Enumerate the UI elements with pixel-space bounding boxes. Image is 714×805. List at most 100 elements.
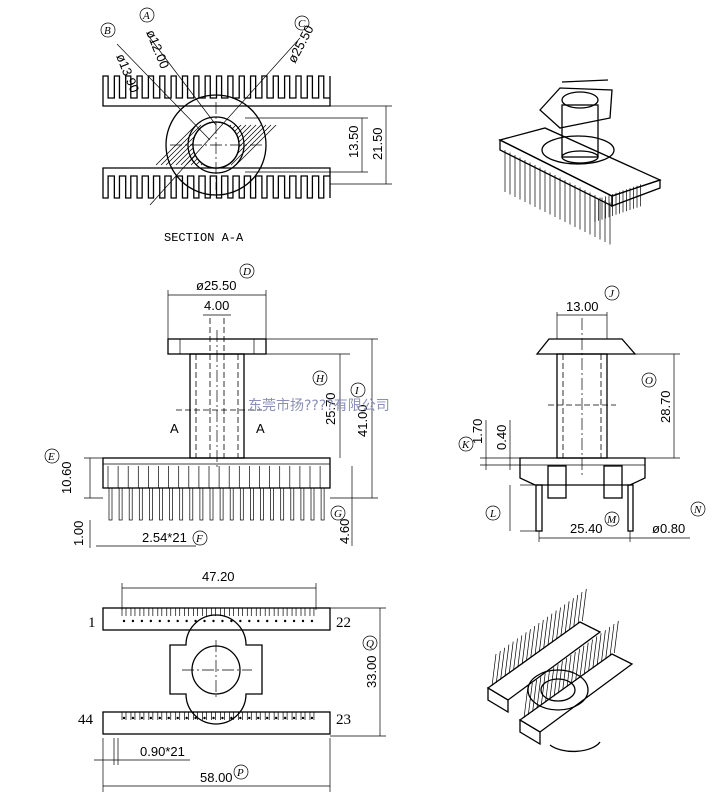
iso2-pin (532, 679, 537, 712)
svg-text:D: D (242, 266, 251, 278)
dim-1-00: 1.00 (71, 521, 86, 546)
iso2-row-left-side (487, 686, 509, 714)
svg-text:E: E (47, 451, 55, 463)
dim-41-00: 41.00 (355, 404, 370, 437)
iso-top-flange (539, 87, 613, 129)
pin (290, 487, 295, 521)
pin (128, 487, 133, 521)
pin (270, 487, 274, 521)
dim-33-00: 33.00 (364, 655, 379, 688)
pin-hole (301, 619, 305, 623)
pin (310, 487, 315, 521)
pin-hole (292, 619, 296, 623)
svg-text:G: G (334, 508, 342, 520)
pin (199, 487, 204, 521)
svg-text:B: B (104, 25, 111, 37)
callout-e: E (44, 448, 60, 464)
front-view: ø25.50 4.00 25.70 41.00 10.60 1.00 2.54*… (59, 278, 378, 548)
iso2-row-right (518, 653, 634, 733)
pin-hole (185, 716, 188, 720)
dim-0-40: 0.40 (494, 425, 509, 450)
svg-text:Q: Q (366, 638, 374, 650)
dim-pitch-front: 2.54*21 (142, 530, 187, 545)
pin-hole (194, 619, 197, 623)
iso2-pin (504, 644, 510, 677)
pin-number-44: 44 (78, 712, 94, 728)
pin-hole (274, 619, 278, 623)
iso2-pin (495, 650, 501, 683)
pin-hole (274, 716, 278, 720)
bottom-view: 47.20 33.00 0.90*21 58.00 1 22 44 23 (78, 569, 386, 792)
iso2-pin (564, 601, 570, 634)
dim-phi-12-00: ø12.00 (143, 28, 172, 71)
pin-hole (131, 619, 135, 623)
side-top-flange (535, 338, 637, 355)
pin-hole (239, 716, 242, 720)
pin-hole (257, 716, 260, 720)
dim-25-40: 25.40 (570, 521, 603, 536)
iso2-pin (526, 629, 531, 662)
callout-f: F (192, 530, 208, 546)
callout-i: I (350, 382, 366, 398)
pin-hole (158, 619, 161, 623)
pin (300, 487, 305, 521)
callout-q: Q (362, 635, 378, 651)
dim-4-60: 4.60 (337, 519, 352, 544)
pin-hole (310, 619, 314, 623)
iso2-pin (508, 641, 514, 674)
iso-tube-bottom (561, 150, 599, 164)
pin-hole (221, 619, 224, 623)
iso2-pin (569, 598, 574, 631)
iso-clip (561, 79, 609, 83)
pin-hole (167, 619, 170, 623)
pin (250, 487, 254, 521)
pin (229, 487, 234, 521)
front-pins (107, 466, 325, 521)
section-upper-comb (102, 75, 331, 107)
pin (179, 487, 184, 521)
iso2-pin (513, 638, 518, 671)
iso2-lower-flange (549, 741, 601, 753)
pin-hole (167, 716, 170, 720)
callout-l: L (485, 505, 501, 521)
iso2-pin (609, 623, 615, 657)
svg-text:A: A (142, 10, 150, 22)
pin-hole (185, 619, 188, 623)
callout-h: H (312, 370, 328, 386)
iso2-pin (540, 673, 546, 706)
pin (239, 487, 244, 521)
pin (280, 487, 285, 521)
section-title: SECTION A-A (164, 231, 244, 245)
side-pin-left (535, 484, 543, 532)
pin-hole (149, 716, 153, 720)
side-base (519, 457, 646, 486)
iso2-pin (573, 595, 579, 628)
pin-hole (239, 619, 242, 623)
pin-hole (122, 716, 126, 720)
bottom-flange (169, 614, 263, 725)
section-lower-comb (102, 167, 331, 199)
callout-m: M (604, 511, 620, 527)
pin-row-body (102, 711, 331, 735)
leader-b (116, 43, 211, 141)
pin-hole (248, 716, 251, 720)
svg-text:L: L (489, 508, 496, 520)
pin-hole (301, 716, 305, 720)
iso2-pin (538, 619, 544, 652)
dim-13-50: 13.50 (346, 125, 361, 158)
iso2-pin (577, 591, 583, 625)
callout-labels: A B C D E F G H I J K L M N O P Q (44, 7, 706, 780)
callout-g: G (330, 505, 346, 521)
iso2-pin (491, 653, 497, 687)
svg-text:H: H (315, 373, 325, 385)
dim-10-60: 10.60 (59, 461, 74, 494)
pin-hole (257, 619, 260, 623)
iso2-pin (553, 664, 559, 697)
iso2-pin (536, 676, 542, 709)
svg-text:M: M (606, 514, 617, 526)
pin-hole (230, 716, 233, 720)
dim-1-70: 1.70 (470, 419, 485, 444)
dim-phi-13-90: ø13.90 (113, 52, 142, 95)
pin (209, 487, 214, 521)
